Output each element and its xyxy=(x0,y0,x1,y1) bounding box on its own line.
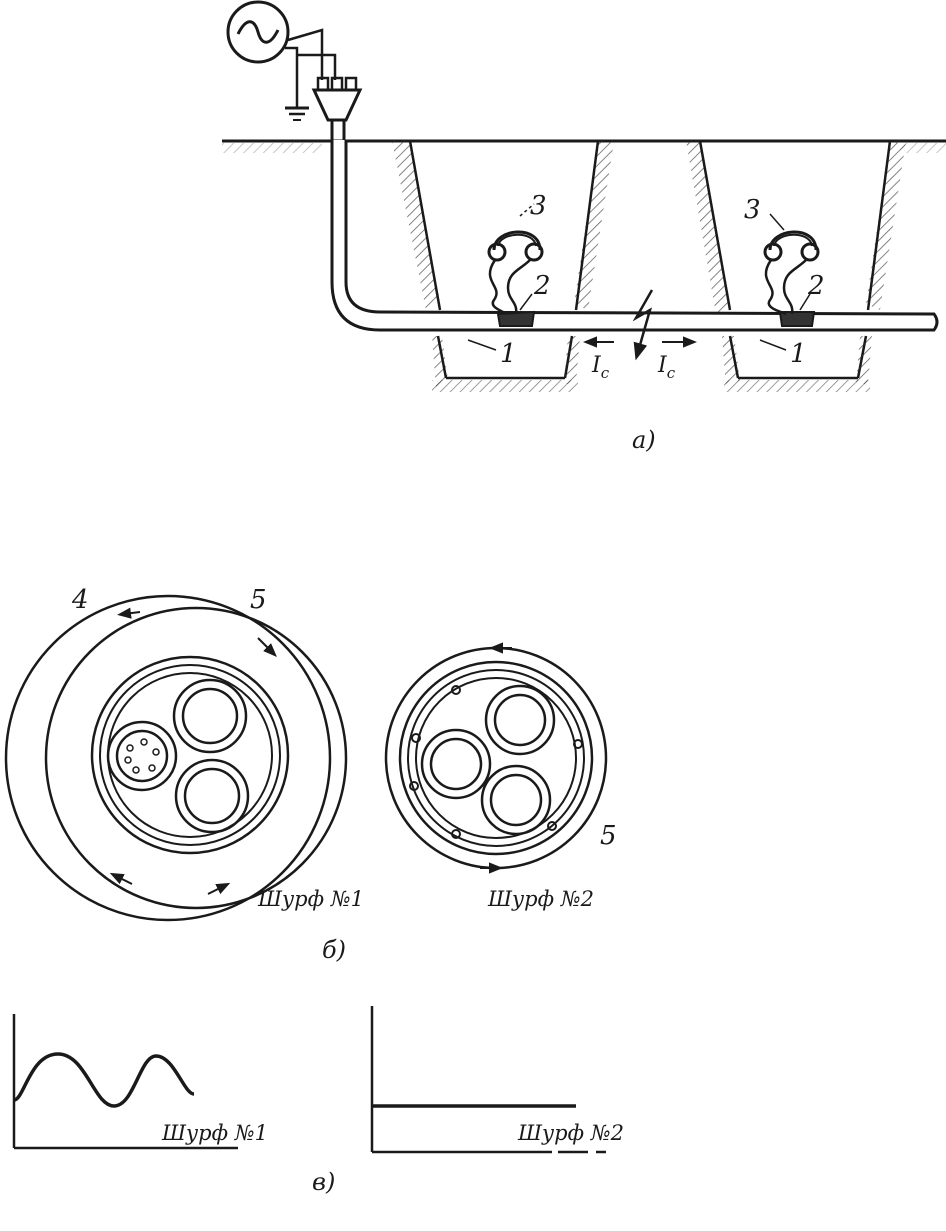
graph-pit-1: Шурф №1 xyxy=(12,1014,268,1150)
caption-a: а) xyxy=(632,426,656,454)
cable-section-pit-1 xyxy=(90,655,290,855)
clamp-left xyxy=(496,310,536,327)
label-clamp-right: 2 xyxy=(807,271,825,301)
clamp-right xyxy=(778,311,816,327)
graph-1-title: Шурф №1 xyxy=(161,1121,268,1145)
headphones-right-icon xyxy=(763,230,820,316)
field-loop-5 xyxy=(44,606,348,910)
signal-wave xyxy=(13,1052,195,1108)
cable-section-pit-2 xyxy=(398,660,594,856)
pit-1 xyxy=(392,140,614,392)
graph-pit-2: Шурф №2 xyxy=(370,1006,624,1154)
label-clamp-left: 2 xyxy=(533,271,551,301)
pit-2 xyxy=(686,140,906,392)
caption-b: б) xyxy=(322,936,346,964)
caption-c: в) xyxy=(312,1168,335,1196)
label-loop-5: 5 xyxy=(250,585,267,615)
part-a-scheme: 1 1 2 2 3 3 Ic Ic а) xyxy=(222,0,946,454)
current-label-left: Ic xyxy=(591,353,610,382)
label-headphones-right: 3 xyxy=(744,195,761,225)
cable-termination xyxy=(311,76,363,140)
pit-2-title: Шурф №2 xyxy=(487,887,594,911)
pit-1-title: Шурф №1 xyxy=(257,887,364,911)
current-label-right: Ic xyxy=(657,353,676,382)
part-b-cross-sections: 4 5 5 Шурф №1 Шурф №2 б) xyxy=(4,585,617,964)
field-loop-4 xyxy=(4,594,332,922)
ground-icon xyxy=(285,106,309,121)
headphones-left-icon xyxy=(487,230,544,316)
fault-icon xyxy=(632,289,654,361)
graph-2-title: Шурф №2 xyxy=(517,1121,624,1145)
label-headphones-left: 3 xyxy=(530,191,547,221)
label-loop-4: 4 xyxy=(71,585,89,615)
part-c-signal-graphs: Шурф №1 Шурф №2 в) xyxy=(12,1006,624,1196)
label-tube-left: 1 xyxy=(500,339,517,369)
generator-icon xyxy=(226,0,337,108)
cable xyxy=(330,140,939,332)
field-loop-pit-2 xyxy=(384,646,608,870)
label-tube-right: 1 xyxy=(790,339,807,369)
label-pit2-field-5: 5 xyxy=(600,821,617,851)
